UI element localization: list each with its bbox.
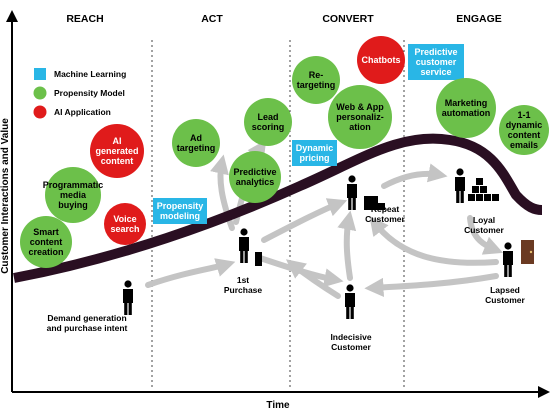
voice-search-bubble <box>104 203 146 245</box>
arrow-lapsed-to-repeat <box>369 215 499 266</box>
programmatic-bubble <box>45 167 101 223</box>
value-curve <box>13 133 543 283</box>
legend-item: Machine Learning <box>34 68 126 80</box>
arrow-loyal-to-lapsed <box>467 215 504 255</box>
door-icon <box>521 240 534 264</box>
retargeting-bubble <box>292 56 340 104</box>
arrow-repeat-to-loyal <box>381 163 448 189</box>
arrow-demand-to-first <box>145 258 236 288</box>
person-icon <box>347 175 357 210</box>
arrow-first-to-repeat <box>261 198 348 243</box>
legend-item: Propensity Model <box>33 86 125 100</box>
legend-square-icon <box>34 68 46 80</box>
retargeting-label: Re-targeting <box>297 70 336 90</box>
arrow-lapsed-to-indecisive <box>364 273 499 297</box>
person-icon <box>123 280 133 315</box>
person-icon <box>455 168 465 203</box>
x-axis-label: Time <box>266 400 290 411</box>
ai-content-bubble <box>90 124 144 178</box>
predictive-customer-service-box <box>408 44 464 80</box>
stage-title-act: ACT <box>201 13 223 25</box>
product-boxes-icon <box>364 196 385 210</box>
legend-circle-icon <box>33 86 47 100</box>
legend-label: Machine Learning <box>54 69 126 79</box>
one-to-one-emails-bubble <box>499 105 549 155</box>
product-boxes-icon <box>468 178 499 201</box>
smart-content-bubble <box>20 216 72 268</box>
legend-item: AI Application <box>33 105 111 119</box>
predictive-analytics-bubble <box>229 151 281 203</box>
marketing-automation-bubble <box>436 78 496 138</box>
legend-label: Propensity Model <box>54 88 125 98</box>
stage-title-convert: CONVERT <box>322 13 374 25</box>
dynamic-pricing-box <box>292 140 337 166</box>
person-icon <box>345 284 355 319</box>
arrow-indecisive-to-first <box>285 259 341 299</box>
propensity-modeling-box <box>153 198 207 224</box>
technique-chatbots: Chatbots <box>357 36 405 84</box>
person-icon <box>503 242 513 277</box>
legend-label: AI Application <box>54 107 111 117</box>
ad-targeting-bubble <box>172 119 220 167</box>
stage-titles: REACH ACT CONVERT ENGAGE <box>66 13 501 25</box>
legend-circle-icon <box>33 105 47 119</box>
technique-retargeting: Re-targeting <box>292 56 340 104</box>
product-boxes-icon <box>255 252 262 266</box>
chatbots-bubble <box>357 36 405 84</box>
web-app-personalization-bubble <box>328 85 392 149</box>
stage-title-engage: ENGAGE <box>456 13 502 25</box>
lead-scoring-bubble <box>244 98 292 146</box>
person-icon <box>239 228 249 263</box>
arrow-indecisive-to-repeat <box>337 210 357 281</box>
door-knob-icon <box>529 250 533 254</box>
stage-title-reach: REACH <box>66 13 103 25</box>
y-axis-label: Customer Interactions and Value <box>0 118 11 274</box>
chatbots-label: Chatbots <box>362 55 401 65</box>
